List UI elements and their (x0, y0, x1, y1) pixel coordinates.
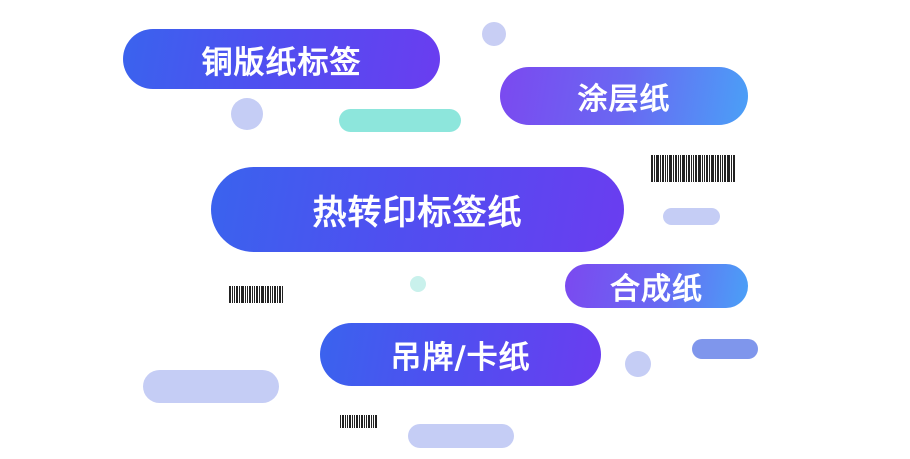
coated-paper-label-text: 铜版纸标签 (201, 44, 362, 81)
decor-dot-top (482, 22, 506, 46)
decor-bar-right (663, 208, 720, 225)
decor-dot-right (625, 351, 651, 377)
hang-tag-card-pill: 吊牌/卡纸 (320, 323, 601, 386)
coated-paper-label-pill: 铜版纸标签 (123, 29, 440, 89)
synthetic-paper-text: 合成纸 (610, 272, 703, 307)
coated-paper-pill: 涂层纸 (500, 67, 748, 125)
decor-bar-bottom-left (143, 370, 279, 403)
thermal-transfer-label-text: 热转印标签纸 (312, 193, 523, 233)
synthetic-paper-pill: 合成纸 (565, 264, 748, 308)
coated-paper-text: 涂层纸 (577, 82, 671, 117)
thermal-transfer-label-pill: 热转印标签纸 (211, 167, 624, 252)
decor-bar-mid-blue (692, 339, 758, 359)
decor-bar-bottom (408, 424, 514, 448)
hang-tag-card-text: 吊牌/卡纸 (390, 340, 531, 376)
barcode-icon (651, 155, 755, 182)
decor-bar-teal (339, 109, 461, 132)
decor-dot-left (231, 98, 263, 130)
barcode-icon (340, 415, 386, 428)
barcode-icon (229, 286, 299, 303)
decor-dot-teal (410, 276, 426, 292)
